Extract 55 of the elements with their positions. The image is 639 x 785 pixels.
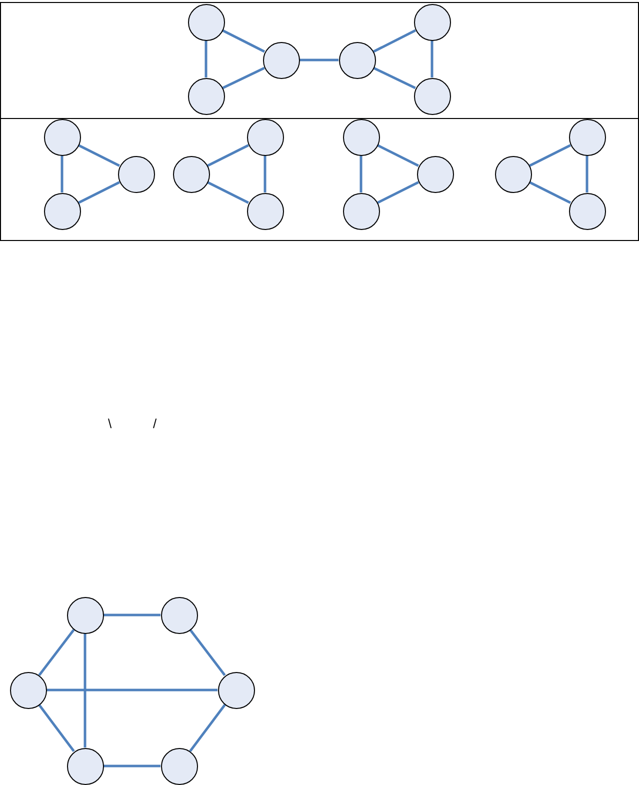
edge-line [360, 156, 362, 192]
edge-line [376, 181, 420, 204]
edge-line [60, 156, 64, 192]
graph-vertex [160, 748, 198, 784]
graph-vertex [246, 192, 284, 230]
graph-vertex [66, 748, 104, 784]
edge-line [528, 144, 572, 167]
edge-line [222, 29, 266, 53]
edge-line [104, 764, 160, 768]
graph-vertex [218, 672, 254, 708]
graph-vertex [160, 596, 198, 634]
graph-vertex [568, 118, 606, 156]
edge-line [206, 144, 250, 167]
edge-line [376, 144, 420, 167]
edge-line [46, 688, 218, 692]
edge-line [300, 58, 338, 62]
graph-vertex [66, 596, 104, 634]
graph-vertex [10, 672, 46, 708]
graph-vertex [342, 192, 380, 230]
graph-vertex [342, 118, 380, 156]
graph-vertex [44, 118, 80, 156]
edge-line [222, 66, 265, 90]
graph-vertex [188, 78, 224, 114]
edge-line [189, 628, 226, 676]
edge-line [204, 40, 208, 78]
edge-line [104, 614, 160, 616]
graph-vertex [172, 156, 210, 192]
graph-vertex [494, 156, 532, 192]
graph-vertex [416, 156, 454, 192]
edge-line [264, 156, 266, 192]
graph-vertex [262, 42, 300, 78]
panel-frame [0, 2, 639, 119]
edge-line [189, 704, 226, 752]
panel-frame [0, 118, 639, 241]
graph-vertex [44, 192, 80, 230]
graph-vertex [188, 4, 224, 40]
edge-line [430, 40, 434, 78]
graph-vertex [118, 156, 154, 192]
edge-line [206, 181, 250, 204]
edge-line [38, 628, 75, 676]
graph-vertex [568, 192, 606, 230]
edge-line [78, 144, 120, 167]
slash-mark: / [153, 417, 157, 430]
graph-vertex [414, 4, 450, 40]
slash-mark: \ [108, 417, 112, 430]
edge-line [372, 29, 416, 53]
graph-vertex [246, 118, 284, 156]
graph-vertex [414, 78, 450, 114]
edge-line [373, 66, 416, 90]
edge-line [586, 156, 588, 192]
edge-line [528, 181, 572, 204]
edge-line [38, 704, 75, 752]
edge-line [84, 634, 86, 748]
edge-line [78, 181, 120, 204]
graph-vertex [338, 42, 376, 78]
